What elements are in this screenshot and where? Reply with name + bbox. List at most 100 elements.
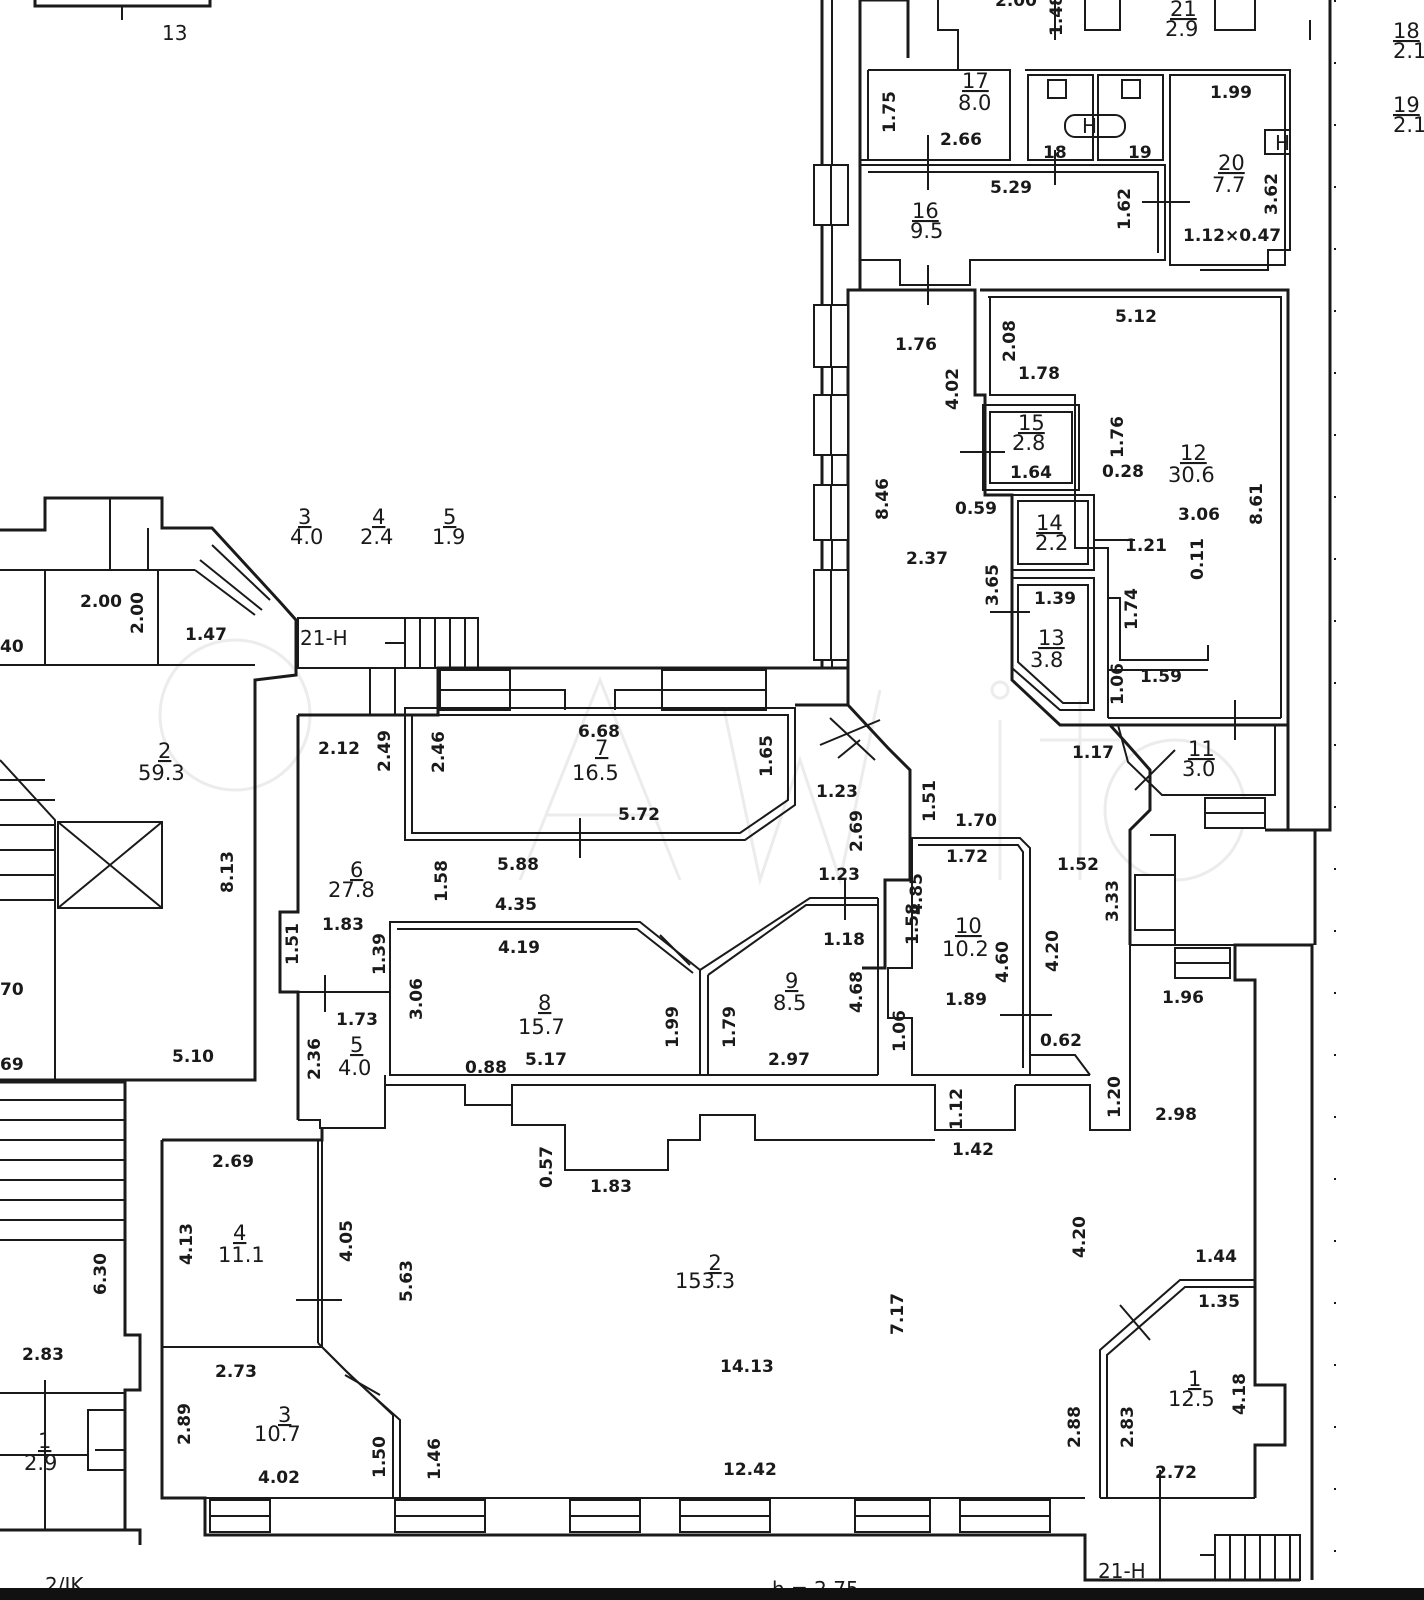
central-block: 21-H	[278, 617, 1016, 1131]
dimension-label: 2.37	[906, 549, 948, 569]
dimension-label: 0.57	[537, 1146, 557, 1188]
left-wing	[0, 496, 298, 1545]
room-10-block	[887, 837, 1091, 1076]
dimension-label: 1.17	[1072, 743, 1114, 763]
dimension-label: 1.76	[895, 335, 937, 355]
room-2-left: 259.3	[138, 739, 185, 785]
dimension-label: 2.83	[22, 1345, 64, 1365]
dimension-label: 1.83	[322, 915, 364, 935]
east-corridor-windows	[813, 164, 849, 661]
dimension-label: 2.69	[212, 1152, 254, 1172]
dimension-label: 1.39	[370, 933, 390, 975]
dimension-label: 7.17	[888, 1293, 908, 1335]
dimension-label: 5.72	[618, 805, 660, 825]
dimension-label: 0.28	[1102, 462, 1144, 482]
dimension-label: 1.65	[757, 735, 777, 777]
dimension-label: 4.85	[907, 873, 927, 915]
dimension-label: 2.00	[995, 0, 1037, 11]
room-number: 16	[912, 199, 939, 223]
room-area: 153.3	[675, 1269, 735, 1293]
wc-h-mark-2: H	[1275, 131, 1290, 155]
room-area: 4.0	[338, 1056, 371, 1080]
dimension-label: 2.98	[1155, 1105, 1197, 1125]
dimension-label: 1.73	[336, 1010, 378, 1030]
room-16: 169.5	[910, 199, 943, 243]
room-number: 20	[1218, 151, 1245, 175]
room-number: 1	[1188, 1367, 1201, 1391]
dimension-label: 4.02	[258, 1468, 300, 1488]
room-area: 3.0	[1182, 757, 1215, 781]
dimension-label: 1.51	[920, 780, 940, 822]
top-left-fragment: 13	[33, 0, 212, 45]
room-number: 2	[708, 1251, 721, 1275]
dimension-label: 5.63	[397, 1260, 417, 1302]
dimension-label: 4.68	[847, 971, 867, 1013]
dimension-label: 2.00	[128, 592, 148, 634]
room-3-top: 34.0	[290, 505, 323, 549]
dimension-label: 18	[1043, 143, 1067, 163]
room-number: 6	[350, 858, 363, 882]
dimension-label: 4.02	[943, 368, 963, 410]
dimension-label: 1.23	[816, 782, 858, 802]
bottom-edge-bar	[0, 1588, 1424, 1600]
dimension-label: 1.78	[1018, 364, 1060, 384]
room-6: 627.8	[328, 858, 375, 902]
dimension-label: 5.29	[990, 178, 1032, 198]
room-number: 8	[538, 991, 551, 1015]
room-area: 8.5	[773, 991, 806, 1015]
dimension-label: 4.13	[177, 1223, 197, 1265]
room-5: 54.0	[338, 1033, 371, 1080]
dimension-label: 19	[1128, 143, 1152, 163]
dimension-label: 2.69	[847, 810, 867, 852]
room-number: 12	[1180, 441, 1207, 465]
dimension-label: 5.17	[525, 1050, 567, 1070]
dimension-label: 4.05	[337, 1220, 357, 1262]
dimension-label: 1.12×0.47	[1183, 226, 1281, 246]
dimension-label: 3.33	[1103, 880, 1123, 922]
dimension-label: 1.96	[1162, 988, 1204, 1008]
dimension-label: 1.12	[947, 1088, 967, 1130]
dimension-label: 5.12	[1115, 307, 1157, 327]
room-area: 2.9	[1165, 17, 1198, 41]
room-area: 27.8	[328, 878, 375, 902]
room-4-top: 42.4	[360, 505, 393, 549]
dimension-label: 1.48	[1047, 0, 1067, 36]
room-number: 9	[785, 969, 798, 993]
dimension-label: 1.62	[1115, 188, 1135, 230]
room-number: 21	[1170, 0, 1197, 21]
room-area: 2.9	[24, 1451, 57, 1475]
room-number: 2	[158, 739, 171, 763]
dimension-label: 4.20	[1043, 930, 1063, 972]
dimension-label: 1.76	[1108, 416, 1128, 458]
dimension-label: 1.51	[283, 923, 303, 965]
dimension-label: 70	[0, 980, 24, 1000]
dimension-label: 2.12	[318, 739, 360, 759]
dimension-label: 0.62	[1040, 1031, 1082, 1051]
dimension-label: 3.06	[407, 978, 427, 1020]
room-number: 11	[1188, 737, 1215, 761]
dimension-label: 3.65	[983, 564, 1003, 606]
dimension-labels: 14.13 12.42 7.17 4.20 4.20 2.98 1.20 1.4…	[0, 0, 1282, 1488]
dimension-label: 1.42	[952, 1140, 994, 1160]
room-8: 815.7	[518, 991, 565, 1039]
stairs-lower-left	[0, 1099, 125, 1241]
room-17: 178.0	[958, 69, 991, 115]
stairs-left	[0, 779, 55, 901]
main-hall: 21-H	[160, 943, 1314, 1583]
dimension-label: 1.75	[880, 91, 900, 133]
dimension-label: 1.18	[823, 930, 865, 950]
room-number: 17	[962, 69, 989, 93]
room-area: 3.8	[1030, 648, 1063, 672]
dimension-label: 4.20	[1070, 1216, 1090, 1258]
dimension-label: 2.97	[768, 1050, 810, 1070]
room-area: 2.4	[360, 525, 393, 549]
dimension-label: 1.58	[903, 903, 923, 945]
dimension-label: 1.59	[1140, 667, 1182, 687]
room-area: 1.9	[432, 525, 465, 549]
room-19-edge: 192.1	[1393, 93, 1424, 137]
dimension-label: 1.21	[1125, 536, 1167, 556]
room-number: 15	[1018, 411, 1045, 435]
stair-21H-top: 21-H	[300, 626, 348, 650]
room-1: 112.5	[1168, 1367, 1215, 1411]
